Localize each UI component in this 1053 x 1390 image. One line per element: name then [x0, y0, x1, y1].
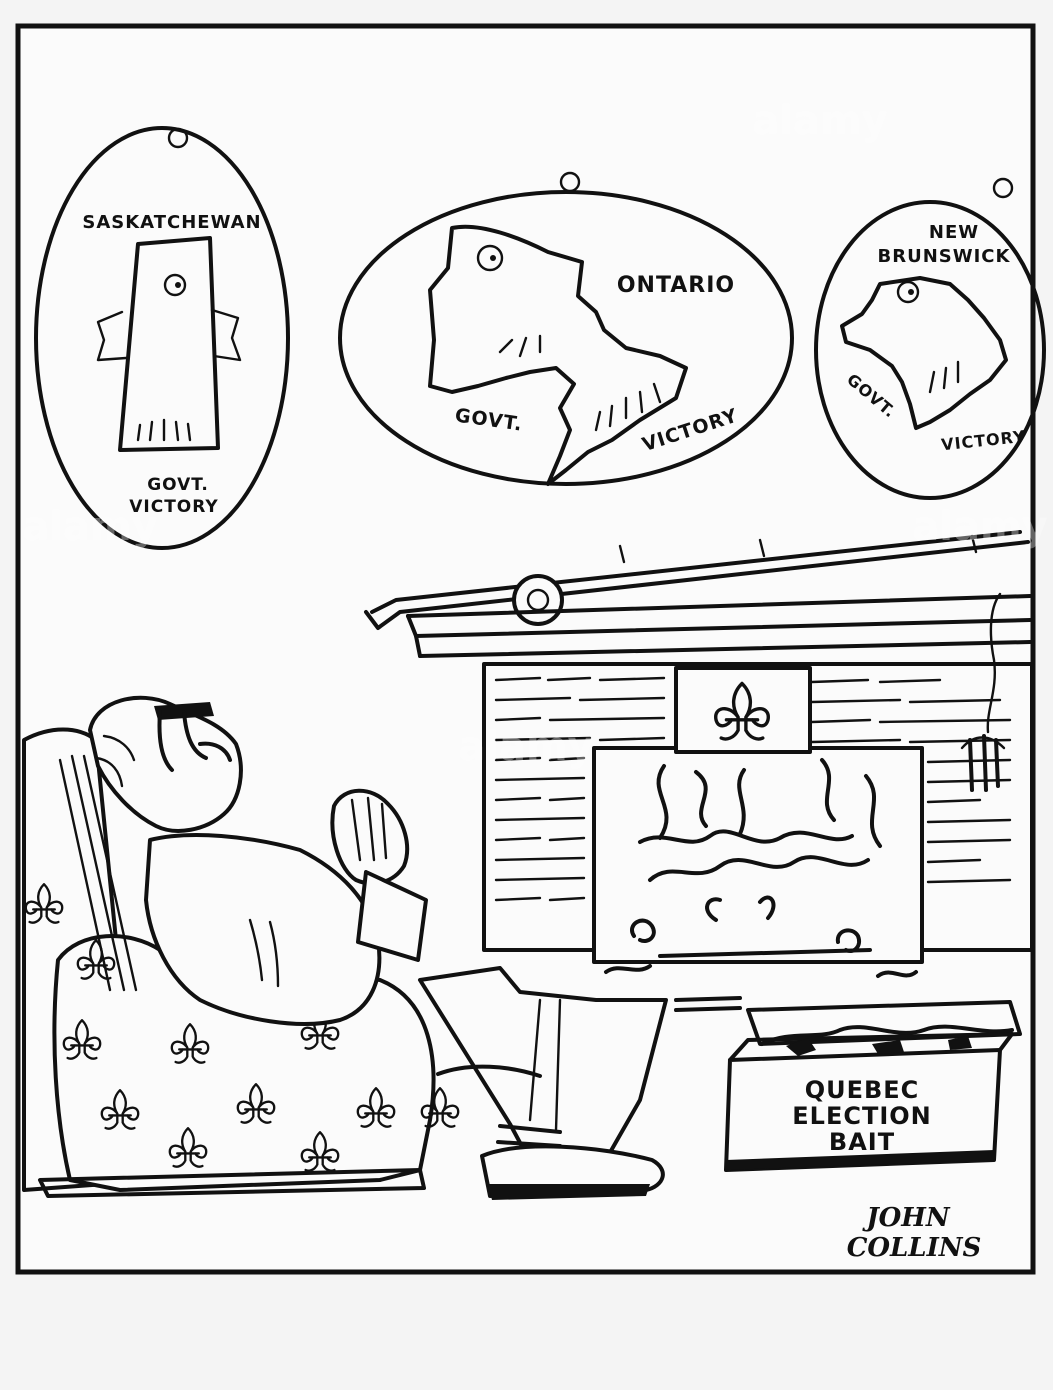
watermark-text: alamy — [752, 98, 887, 144]
fish-icon — [96, 236, 242, 452]
watermark-text: alamy — [458, 724, 593, 770]
bait-box-line1: QUEBEC — [805, 1076, 920, 1104]
ontario-map — [428, 224, 688, 486]
seated-man — [88, 695, 668, 1200]
bait-box-line3: BAIT — [829, 1128, 895, 1156]
fishing-lure-icon — [960, 734, 1006, 792]
saskatchewan-plaque: SASKATCHEWAN GOVT. VICTORY — [34, 126, 290, 550]
new-brunswick-map — [840, 276, 1008, 430]
watermark: alamy alamy alamy alamy — [22, 98, 1047, 770]
bait-box: QUEBEC ELECTION BAIT — [724, 1000, 1022, 1172]
saskatchewan-line2: VICTORY — [129, 497, 218, 517]
bait-box-line2: ELECTION — [792, 1102, 931, 1130]
signature-line1: JOHN — [861, 1203, 951, 1233]
new-brunswick-name-line1: NEW — [929, 222, 979, 243]
new-brunswick-plaque: NEW BRUNSWICK GOVT. VICTORY — [814, 177, 1046, 500]
signature-line2: COLLINS — [847, 1233, 982, 1263]
saskatchewan-line1: GOVT. — [147, 475, 209, 495]
ontario-name: ONTARIO — [617, 273, 735, 298]
watermark-text: alamy — [22, 504, 157, 550]
artist-signature: JOHN COLLINS — [847, 1203, 982, 1263]
fireplace — [406, 594, 1034, 1012]
saskatchewan-name: SASKATCHEWAN — [82, 212, 261, 233]
new-brunswick-name-line2: BRUNSWICK — [878, 246, 1011, 267]
watermark-text: alamy — [912, 504, 1047, 550]
